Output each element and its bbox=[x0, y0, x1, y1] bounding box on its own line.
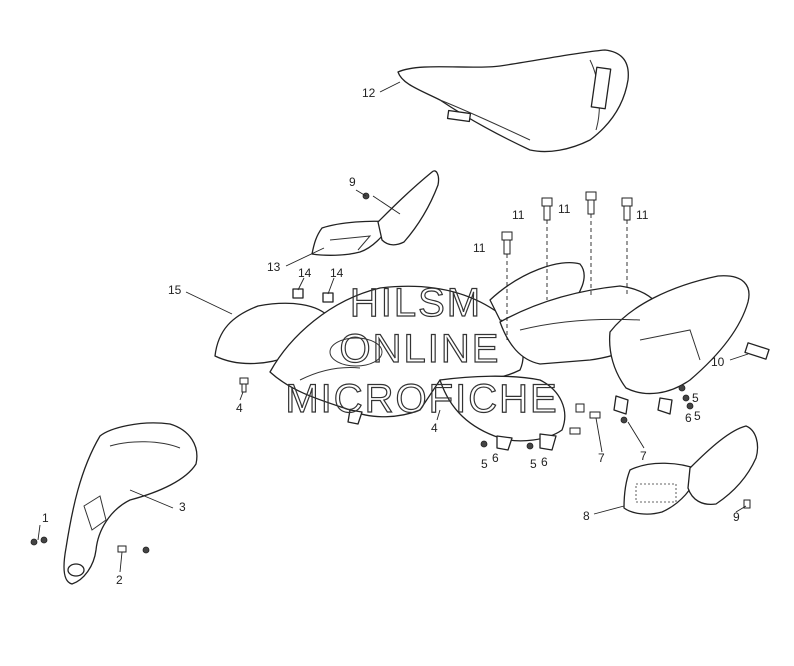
watermark-line-3: MICROFICHE bbox=[285, 377, 558, 421]
seat-part bbox=[397, 49, 629, 153]
callout-10: 10 bbox=[711, 355, 725, 369]
bolt-11-parts bbox=[501, 191, 633, 340]
callout-7-b: 7 bbox=[640, 449, 647, 463]
callout-8: 8 bbox=[583, 509, 590, 523]
callout-1: 1 bbox=[42, 511, 49, 525]
callout-11-a: 11 bbox=[512, 208, 525, 222]
callout-12: 12 bbox=[362, 86, 376, 100]
callout-15: 15 bbox=[168, 283, 182, 297]
watermark-line-2: ONLINE bbox=[340, 327, 501, 371]
callout-9-top: 9 bbox=[349, 175, 356, 189]
callout-5-a: 5 bbox=[481, 457, 488, 471]
callout-4-center: 4 bbox=[431, 421, 438, 435]
side-cover-8-part bbox=[623, 425, 759, 515]
callout-5-c: 5 bbox=[694, 409, 701, 423]
callout-3: 3 bbox=[179, 500, 186, 514]
callout-11-b: 11 bbox=[558, 202, 571, 216]
callout-6-b: 6 bbox=[541, 455, 548, 469]
callout-14-a: 14 bbox=[298, 266, 312, 280]
side-cover-13-part bbox=[311, 170, 440, 256]
callout-5-d: 5 bbox=[692, 391, 699, 405]
fastener-parts bbox=[30, 192, 751, 554]
front-fender-3-part bbox=[63, 422, 198, 585]
callout-14-b: 14 bbox=[330, 266, 344, 280]
callout-11-c: 11 bbox=[636, 208, 649, 222]
watermark-line-1: HILSM bbox=[350, 281, 482, 325]
callout-6-c: 6 bbox=[685, 411, 692, 425]
leader-lines bbox=[37, 81, 749, 573]
callout-9-bottom: 9 bbox=[733, 510, 740, 524]
clip-14-parts bbox=[292, 288, 334, 303]
callout-2: 2 bbox=[116, 573, 123, 587]
callout-labels: 12 9 11 11 11 11 13 14 14 15 10 4 4 5 6 … bbox=[42, 86, 740, 587]
main-fender-body bbox=[214, 262, 750, 451]
clip-10-part bbox=[744, 342, 770, 360]
callout-6-a: 6 bbox=[492, 451, 499, 465]
callout-13: 13 bbox=[267, 260, 281, 274]
callout-7-a: 7 bbox=[598, 451, 605, 465]
callout-5-b: 5 bbox=[530, 457, 537, 471]
watermark: HILSM ONLINE MICROFICHE bbox=[285, 280, 558, 421]
callout-4-left: 4 bbox=[236, 401, 243, 415]
callout-11-d: 11 bbox=[473, 241, 486, 255]
